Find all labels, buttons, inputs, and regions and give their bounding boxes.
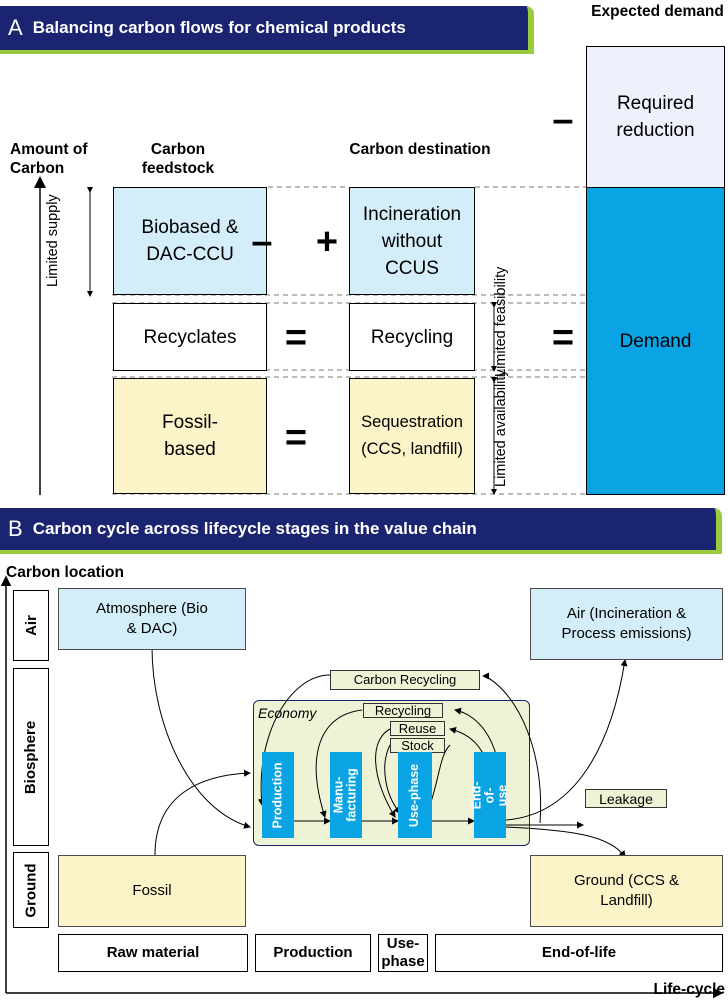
amount-of-carbon-label: Amount of Carbon xyxy=(10,141,88,177)
carbon-destination-header: Carbon destination xyxy=(349,141,491,158)
destination-incineration-label: Incineration without CCUS xyxy=(362,203,462,279)
feedstock-fossil-box: Fossil-based xyxy=(113,378,267,494)
minus-operator: – xyxy=(251,221,273,263)
demand-box: Demand xyxy=(586,187,725,495)
minus-operator-reduction: – xyxy=(552,99,574,141)
step-end-of-use-label: End-of-use xyxy=(469,781,510,809)
ground-out-box: Ground (CCS & Landfill) xyxy=(530,855,723,927)
carbon-feedstock-header: Carbon feedstock xyxy=(141,141,215,177)
location-air: Air xyxy=(13,590,49,661)
panel-a-title: Balancing carbon flows for chemical prod… xyxy=(32,18,406,37)
equals-operator-recycling: = xyxy=(284,317,308,359)
panel-b-letter: B xyxy=(8,516,23,541)
leakage-label: Leakage xyxy=(585,789,667,808)
panel-a-letter: A xyxy=(8,15,23,40)
equals-operator-fossil: = xyxy=(284,417,308,459)
atmosphere-box: Atmosphere (Bio & DAC) xyxy=(58,588,246,650)
air-out-label: Air (Incineration & Process emissions) xyxy=(561,605,692,642)
air-out-box: Air (Incineration & Process emissions) xyxy=(530,588,723,660)
step-production-label: Production xyxy=(270,762,285,828)
panel-b-lines xyxy=(0,575,724,999)
fossil-box: Fossil xyxy=(58,855,246,927)
stage-production: Production xyxy=(255,934,371,972)
limited-supply-label: Limited supply xyxy=(45,194,61,287)
location-ground: Ground xyxy=(13,852,49,928)
carbon-recycling-label: Carbon Recycling xyxy=(330,670,480,690)
economy-label: Economy xyxy=(258,705,317,721)
limited-feasibility-label: Limited feasibility xyxy=(493,266,509,377)
step-manufacturing: Manu-facturing xyxy=(330,752,362,838)
plus-operator: + xyxy=(315,221,339,263)
step-use-phase-label: Use-phase xyxy=(407,763,422,827)
expected-demand-header: Expected demand xyxy=(591,3,724,20)
destination-incineration-box: Incineration without CCUS xyxy=(349,187,475,295)
step-end-of-use: End-of-use xyxy=(470,752,510,838)
feedstock-recyclates-label: Recyclates xyxy=(143,326,237,348)
stage-use-phase-label: Use-phase xyxy=(381,935,425,970)
panel-a-banner: A Balancing carbon flows for chemical pr… xyxy=(0,6,534,54)
recycling-label: Recycling xyxy=(363,703,443,718)
required-reduction-label: Required reduction xyxy=(616,93,695,141)
feedstock-fossil-label: Fossil-based xyxy=(162,412,218,460)
reuse-label: Reuse xyxy=(390,721,445,736)
stage-raw-material: Raw material xyxy=(58,934,248,972)
step-production: Production xyxy=(262,752,294,838)
feedstock-recyclates-box: Recyclates xyxy=(113,303,267,371)
panel-b-title: Carbon cycle across lifecycle stages in … xyxy=(32,519,477,538)
location-air-label: Air xyxy=(22,615,40,636)
demand-label: Demand xyxy=(619,330,692,352)
carbon-location-label: Carbon location xyxy=(6,564,124,581)
equals-operator-demand: = xyxy=(551,317,575,359)
location-biosphere: Biosphere xyxy=(13,668,49,846)
panel-b-banner: B Carbon cycle across lifecycle stages i… xyxy=(0,508,722,554)
atmosphere-label: Atmosphere (Bio & DAC) xyxy=(96,600,208,637)
location-biosphere-label: Biosphere xyxy=(22,720,40,794)
destination-sequestration-label: Sequestration (CCS, landfill) xyxy=(361,413,463,458)
destination-sequestration-box: Sequestration (CCS, landfill) xyxy=(349,378,475,494)
stage-use-phase: Use-phase xyxy=(378,934,428,972)
destination-recycling-label: Recycling xyxy=(370,326,454,348)
fossil-label: Fossil xyxy=(132,882,172,899)
stock-label: Stock xyxy=(390,738,445,753)
destination-recycling-box: Recycling xyxy=(349,303,475,371)
step-manufacturing-label: Manu-facturing xyxy=(332,768,359,822)
location-ground-label: Ground xyxy=(22,862,40,918)
stage-end-of-life: End-of-life xyxy=(435,934,723,972)
ground-out-label: Ground (CCS & Landfill) xyxy=(573,872,680,909)
step-use-phase: Use-phase xyxy=(398,752,432,838)
feedstock-biobased-label: Biobased & DAC-CCU xyxy=(141,217,239,265)
limited-availability-label: Limited availability xyxy=(493,369,509,487)
feedstock-biobased-box: Biobased & DAC-CCU xyxy=(113,187,267,295)
